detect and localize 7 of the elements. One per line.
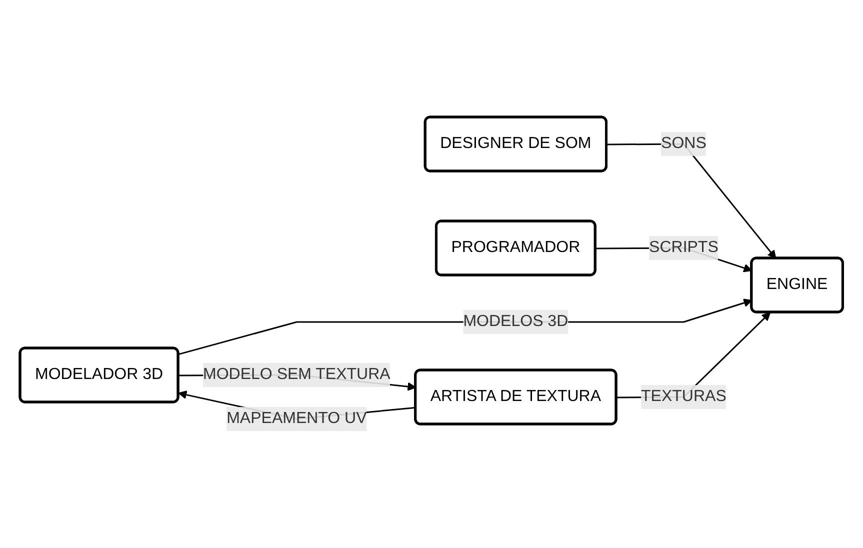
edge-label: MODELOS 3D: [463, 313, 568, 330]
edge-label: SCRIPTS: [649, 239, 719, 256]
arrow: [178, 298, 752, 356]
edge-label: SONS: [661, 135, 707, 152]
edge-label: TEXTURAS: [641, 388, 727, 405]
edge-label: MODELO SEM TEXTURA: [203, 366, 390, 383]
edge-label: MAPEAMENTO UV: [226, 410, 367, 427]
